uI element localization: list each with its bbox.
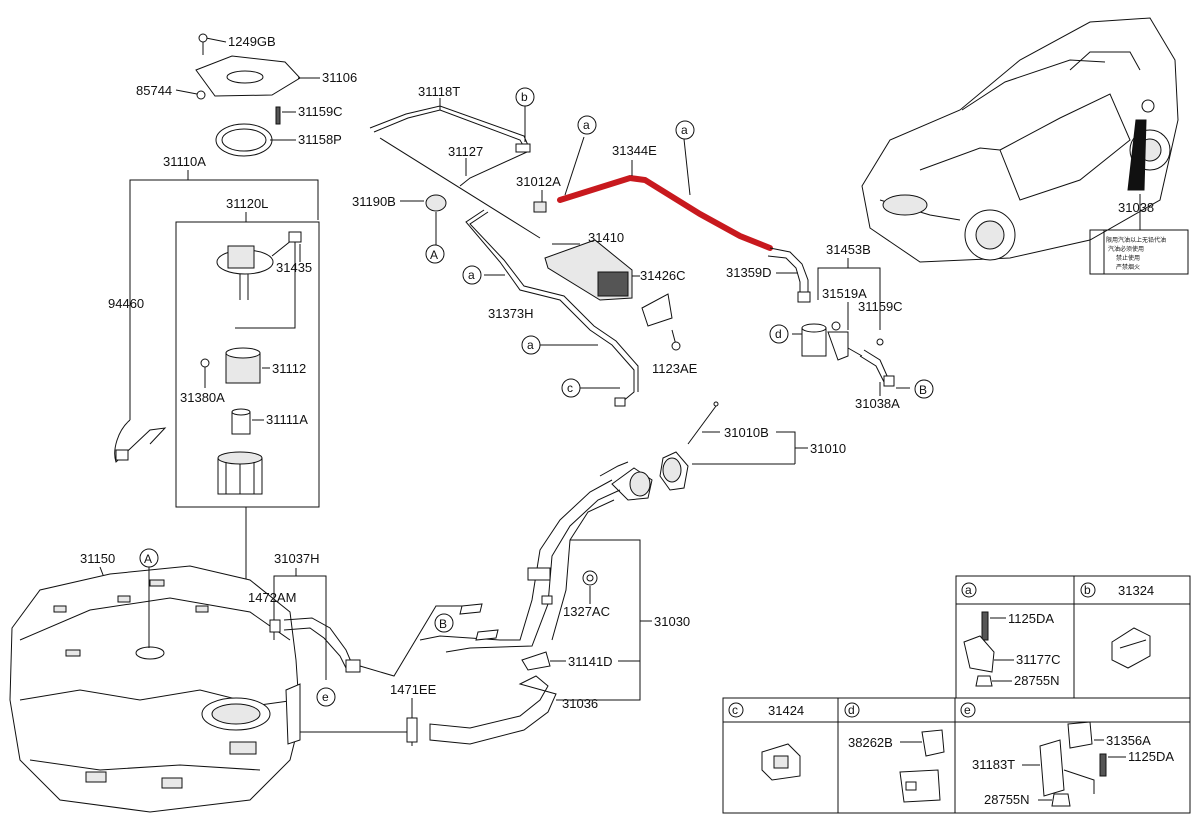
callout-a-3: a [468, 268, 475, 282]
filler-hose [269, 617, 361, 673]
callout-a-4: a [527, 338, 534, 352]
callout-d: d [775, 327, 782, 341]
filler-neck-assembly [419, 401, 719, 745]
part-label-31010: 31010 [810, 441, 846, 456]
callout-A-2: A [144, 552, 152, 566]
part-label-31435: 31435 [276, 260, 312, 275]
callout-b: b [521, 90, 528, 104]
part-label-31159C-right: 31159C [858, 299, 903, 314]
callout-B-1: B [919, 383, 927, 397]
part-label-31190B: 31190B [352, 194, 396, 209]
warning-line-1: 限用汽油以上无铅代油 [1106, 236, 1166, 244]
part-label-31380A: 31380A [180, 390, 225, 405]
part-label-31106: 31106 [322, 70, 357, 85]
part-label-31519A: 31519A [822, 286, 867, 301]
part-label-31012A: 31012A [516, 174, 561, 189]
pump-group-frame [175, 221, 320, 508]
fuel-warning-label: 限用汽油以上无铅代油 汽油必须使用 禁止使用 严禁烟火 [1089, 229, 1189, 275]
part-label-1249GB: 1249GB [228, 34, 276, 49]
inset-d-part-1: 38262B [848, 735, 893, 750]
part-label-31359D: 31359D [726, 265, 772, 280]
callout-A-1: A [430, 248, 438, 262]
part-label-31373H: 31373H [488, 306, 534, 321]
inset-a-part-3: 28755N [1014, 673, 1060, 688]
inset-e-part-3: 31183T [972, 757, 1015, 772]
callout-e: e [322, 690, 329, 704]
inset-e-part-2: 1125DA [1128, 749, 1174, 764]
inset-e-part-4: 28755N [984, 792, 1030, 807]
part-label-94460: 94460 [108, 296, 144, 311]
part-label-31111A: 31111A [266, 412, 308, 427]
part-label-31010B: 31010B [724, 425, 769, 440]
part-label-31118T: 31118T [418, 84, 460, 99]
inset-a-part-1: 1125DA [1008, 611, 1054, 626]
part-label-31150: 31150 [80, 551, 115, 566]
callout-a-2: a [681, 123, 688, 137]
warning-line-4: 严禁烟火 [1116, 263, 1140, 271]
vehicle-illustration [861, 17, 1179, 263]
part-label-31112: 31112 [272, 361, 306, 376]
part-label-1471EE: 1471EE [390, 682, 437, 697]
vapor-lines [369, 98, 541, 245]
part-label-31141D: 31141D [568, 654, 613, 669]
inset-a-letter: a [965, 583, 972, 597]
part-label-31036: 31036 [562, 696, 598, 711]
callout-c: c [567, 381, 573, 395]
inset-c-title: 31424 [768, 703, 804, 718]
charcoal-canister [544, 239, 681, 351]
part-label-31127: 31127 [448, 144, 483, 159]
part-label-31030: 31030 [654, 614, 690, 629]
inset-c-letter: c [732, 703, 738, 717]
part-label-31038A: 31038A [855, 396, 900, 411]
part-label-31453B: 31453B [826, 242, 871, 257]
part-label-31159C-top: 31159C [298, 104, 343, 119]
inset-b-title: 31324 [1118, 583, 1154, 598]
part-label-31120L: 31120L [226, 196, 268, 211]
inset-e-letter: e [964, 703, 971, 717]
part-label-31037H: 31037H [274, 551, 320, 566]
part-label-1472AM: 1472AM [248, 590, 296, 605]
callout-a-1: a [583, 118, 590, 132]
part-label-31410: 31410 [588, 230, 624, 245]
inset-e-part-1: 31356A [1106, 733, 1151, 748]
part-label-31426C: 31426C [640, 268, 686, 283]
inset-b-letter: b [1084, 583, 1091, 597]
part-label-1123AE: 1123AE [652, 361, 698, 376]
part-label-31110A: 31110A [163, 154, 206, 169]
part-label-1327AC: 1327AC [563, 604, 610, 619]
part-label-85744: 85744 [136, 83, 172, 98]
part-label-31038: 31038 [1118, 200, 1154, 215]
pump-module [200, 231, 302, 495]
callout-B-2: B [439, 617, 447, 631]
vent-hose-31373H [465, 209, 639, 407]
inset-d-letter: d [848, 703, 855, 717]
part-label-31158P: 31158P [298, 132, 342, 147]
wiring-harness [114, 419, 167, 463]
fuel-separator [767, 247, 895, 387]
warning-line-3: 禁止使用 [1116, 254, 1140, 262]
part-label-31344E: 31344E [612, 143, 657, 158]
inset-a-part-2: 31177C [1016, 652, 1061, 667]
highlighted-vapor-hose [557, 174, 773, 251]
fuel-tank [9, 565, 301, 813]
inset-table-bottom: c 31424 d e 38262B 31356A 1125DA 31183T … [722, 697, 1191, 814]
callout-markers: a a b a a c A d B A B e [139, 87, 934, 707]
cover-assembly [175, 33, 320, 157]
warning-line-2: 汽油必须使用 [1108, 245, 1144, 253]
inset-table-top: a b 31324 1125DA 31177C 28755N [955, 575, 1191, 699]
